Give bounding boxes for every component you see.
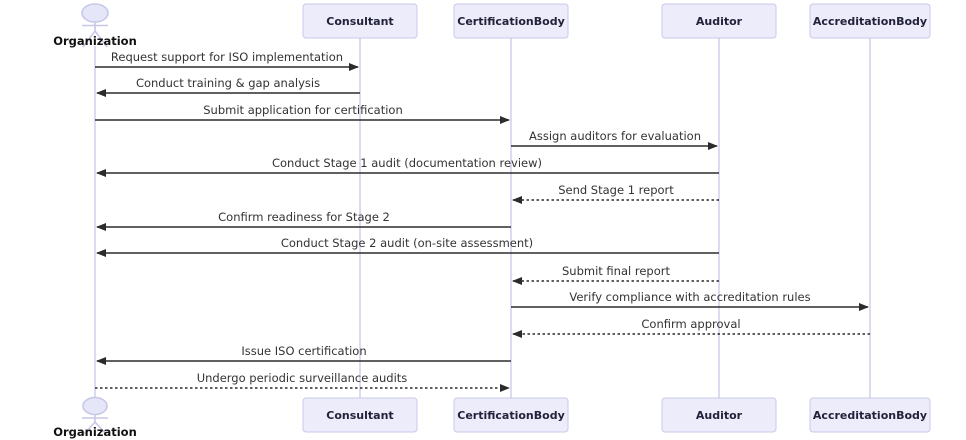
message-surveillance-audits: Undergo periodic surveillance audits — [95, 371, 510, 392]
message-label: Undergo periodic surveillance audits — [197, 371, 408, 385]
participant-box-consultant-bottom: Consultant — [302, 397, 418, 433]
participant-label-accreditationbody-bottom: AccreditationBody — [813, 409, 927, 422]
participant-label-auditor-top: Auditor — [696, 15, 743, 28]
message-label: Submit final report — [562, 264, 670, 278]
message-label: Confirm readiness for Stage 2 — [218, 210, 390, 224]
participant-rect — [661, 397, 777, 433]
actor-leg-left-icon — [83, 421, 96, 435]
actor-organization-bottom: Organization — [53, 396, 137, 439]
actor-leg-right-icon — [94, 30, 108, 48]
actor-leg-left-icon — [82, 30, 96, 48]
actor-head-icon — [81, 3, 109, 23]
participant-box-auditor-top: Auditor — [661, 3, 777, 39]
participant-label-accreditationbody-top: AccreditationBody — [813, 15, 927, 28]
message-conduct-training: Conduct training & gap analysis — [96, 76, 360, 97]
participant-rect — [661, 3, 777, 39]
message-label: Request support for ISO implementation — [111, 50, 343, 64]
actor-label-organization-bottom: Organization — [53, 425, 137, 439]
participant-rect — [302, 397, 418, 433]
message-send-stage1-report: Send Stage 1 report — [512, 183, 719, 204]
participant-label-consultant-top: Consultant — [326, 15, 393, 28]
message-submit-final-report: Submit final report — [512, 264, 719, 285]
participant-box-certificationbody-bottom: CertificationBody — [453, 397, 569, 433]
participant-box-certificationbody-top: CertificationBody — [453, 3, 569, 39]
message-label: Conduct training & gap analysis — [136, 76, 320, 90]
message-stage2-audit: Conduct Stage 2 audit (on-site assessmen… — [96, 236, 719, 257]
participant-label-certificationbody-bottom: CertificationBody — [457, 409, 565, 422]
message-label: Conduct Stage 1 audit (documentation rev… — [272, 156, 542, 170]
actor-label-organization-top: Organization — [53, 34, 137, 48]
message-submit-application: Submit application for certification — [95, 103, 510, 124]
message-label: Send Stage 1 report — [558, 183, 674, 197]
participant-rect — [302, 3, 418, 39]
participant-box-consultant-top: Consultant — [302, 3, 418, 39]
message-label: Verify compliance with accreditation rul… — [569, 290, 810, 304]
message-label: Conduct Stage 2 audit (on-site assessmen… — [281, 236, 533, 250]
participant-box-auditor-bottom: Auditor — [661, 397, 777, 433]
message-label: Submit application for certification — [203, 103, 402, 117]
participant-rect — [453, 3, 569, 39]
participant-label-consultant-bottom: Consultant — [326, 409, 393, 422]
actor-head-icon — [82, 396, 108, 416]
message-label: Issue ISO certification — [241, 344, 366, 358]
participant-rect — [809, 3, 931, 39]
actor-organization-top: Organization — [53, 3, 137, 48]
message-stage1-audit: Conduct Stage 1 audit (documentation rev… — [96, 156, 719, 177]
message-confirm-approval: Confirm approval — [512, 317, 870, 338]
participant-rect — [453, 397, 569, 433]
actor-leg-right-icon — [94, 421, 107, 435]
message-assign-auditors: Assign auditors for evaluation — [511, 129, 718, 150]
participant-box-accreditationbody-top: AccreditationBody — [809, 3, 931, 39]
participant-label-certificationbody-top: CertificationBody — [457, 15, 565, 28]
participant-label-auditor-bottom: Auditor — [696, 409, 743, 422]
message-issue-certification: Issue ISO certification — [96, 344, 511, 365]
message-confirm-readiness: Confirm readiness for Stage 2 — [96, 210, 511, 231]
message-label: Assign auditors for evaluation — [529, 129, 701, 143]
participant-rect — [809, 397, 931, 433]
participant-box-accreditationbody-bottom: AccreditationBody — [809, 397, 931, 433]
message-label: Confirm approval — [641, 317, 740, 331]
message-request-support: Request support for ISO implementation — [95, 50, 359, 71]
message-verify-compliance: Verify compliance with accreditation rul… — [511, 290, 869, 311]
